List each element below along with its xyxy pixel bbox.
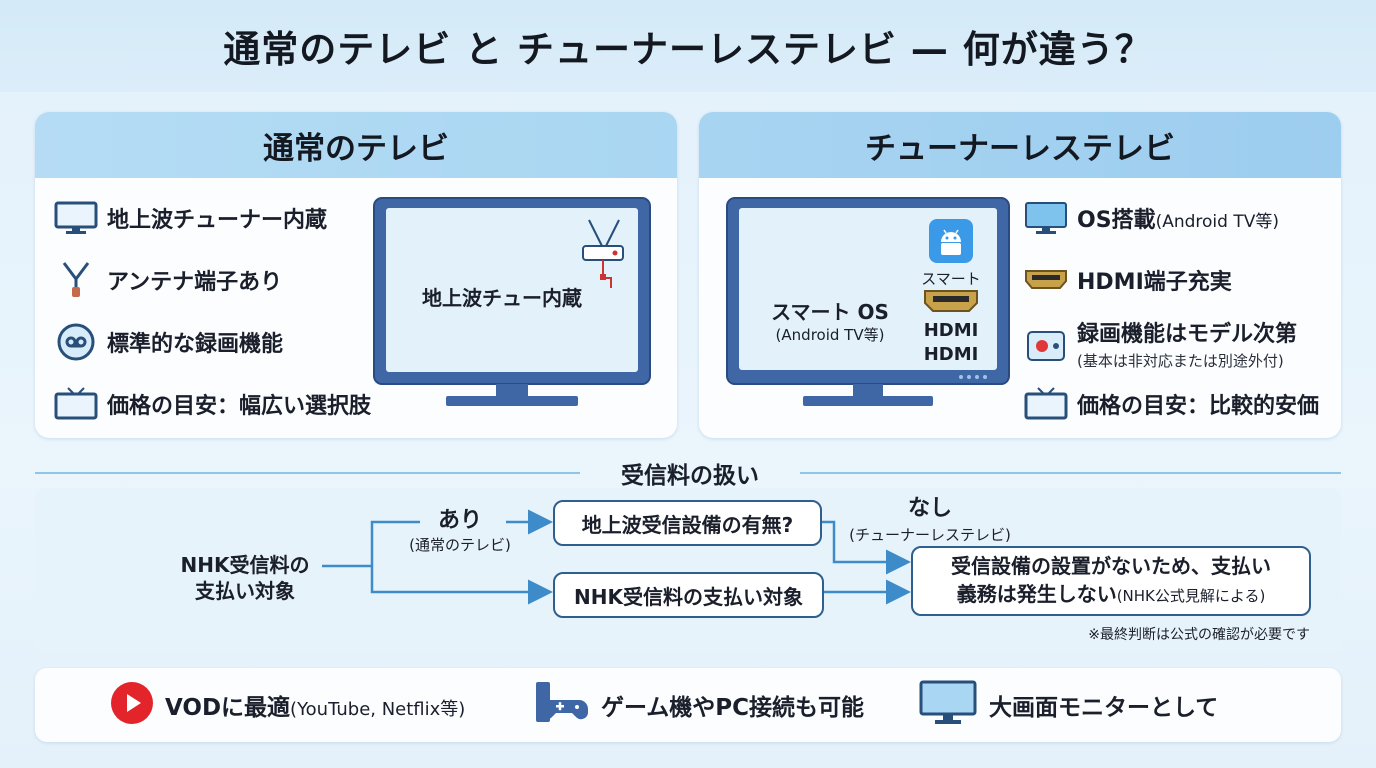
feature-text: 地上波チューナー内蔵 [107, 208, 328, 233]
fee-section-title: 受信料の扱い [621, 463, 759, 489]
android-app-icon [928, 218, 974, 268]
feature-recording-model: 録画機能はモデル次第 (基本は非対応または別途外付) [1023, 316, 1297, 371]
branch-yes-label: あり [437, 508, 482, 533]
branch-yes-sub: (通常のテレビ) [409, 536, 511, 554]
feature-text: 価格の目安：比較的安価 [1077, 394, 1320, 419]
monitor-icon [1023, 198, 1069, 238]
tv-icon [1023, 384, 1069, 424]
screen-label-os: スマート OS [771, 300, 889, 324]
mini-antenna-box-icon [579, 218, 629, 302]
flow-start-line1: NHK受信料の [180, 553, 310, 577]
divider-right [800, 472, 1341, 474]
feature-text: アンテナ端子あり [107, 270, 283, 295]
feature-text: 標準的な録画機能 [107, 332, 284, 357]
panel-tunerless-tv: チューナーレステレビ スマート OS (Android TV等) スマート HD… [699, 112, 1341, 438]
result-no-line1: 受信設備の設置がないため、支払い [951, 554, 1271, 578]
page-title: 通常のテレビ と チューナーレステレビ — 何が違う？ [223, 28, 1153, 71]
screen-label-os-sub: (Android TV等) [775, 326, 885, 344]
branch-yes: あり (通常のテレビ) [380, 502, 540, 555]
question-box: 地上波受信設備の有無? [553, 500, 822, 546]
bottom-text: 大画面モニターとして [989, 695, 1219, 721]
feature-text: 録画機能はモデル次第 [1077, 322, 1298, 347]
bottom-text: VODに最適(YouTube, Netflix等) [165, 695, 466, 721]
feature-tuner: 地上波チューナー内蔵 [53, 198, 327, 238]
result-no-line2: 義務は発生しない(NHK公式見解による) [956, 582, 1266, 606]
tv-illustration-tunerless: スマート OS (Android TV等) スマート HDMI HDMI [725, 196, 1011, 408]
branch-no: なし (チューナーレステレビ) [830, 490, 1030, 545]
divider-left [35, 472, 580, 474]
fee-note: ※最終判断は公式の確認が必要です [1088, 627, 1310, 643]
panel-heading-regular: 通常のテレビ [35, 112, 677, 178]
branch-no-label: なし [907, 496, 952, 521]
recorder-icon [53, 322, 99, 362]
feature-recording: 標準的な録画機能 [53, 322, 283, 362]
hdmi-icon [1023, 260, 1069, 300]
feature-os: OS搭載(Android TV等) [1023, 198, 1279, 238]
result-no-box: 受信設備の設置がないため、支払い 義務は発生しない(NHK公式見解による) [911, 546, 1311, 616]
feature-price: 価格の目安：幅広い選択肢 [53, 384, 371, 424]
feature-antenna: アンテナ端子あり [53, 260, 282, 300]
gamepad-icon [535, 680, 589, 730]
tv-illustration-regular: 地上波チュー内蔵 [372, 196, 652, 408]
result-yes-box: NHK受信料の支払い対象 [553, 572, 824, 618]
bottom-item-monitor: 大画面モニターとして [919, 668, 1218, 742]
antenna-icon [53, 260, 99, 300]
feature-subtext: (基本は非対応または別途外付) [1077, 352, 1284, 370]
tv-icon [53, 198, 99, 238]
hdmi-port-icon [923, 288, 979, 318]
record-button-icon [1023, 326, 1069, 366]
screen-label-regular: 地上波チュー内蔵 [422, 286, 582, 310]
screen-app-label: スマート [921, 270, 981, 288]
feature-hdmi: HDMI端子充実 [1023, 260, 1232, 300]
bottom-text: ゲーム機やPC接続も可能 [601, 695, 865, 721]
panel-regular-tv: 通常のテレビ 地上波チューナー内蔵 アンテナ端子あり 標準的な録画機能 価格の目… [35, 112, 677, 438]
flow-start: NHK受信料の 支払い対象 [170, 552, 320, 604]
title-bar: 通常のテレビ と チューナーレステレビ — 何が違う？ [0, 0, 1376, 92]
feature-text: HDMI端子充実 [1077, 270, 1232, 295]
feature-price-cheap: 価格の目安：比較的安価 [1023, 384, 1319, 424]
youtube-play-icon [109, 680, 155, 730]
tv-icon [53, 384, 99, 424]
monitor-icon [919, 680, 977, 730]
screen-hdmi-1: HDMI [923, 320, 979, 341]
flow-start-line2: 支払い対象 [195, 579, 295, 603]
branch-no-sub: (チューナーレステレビ) [849, 526, 1011, 544]
feature-text: 価格の目安：幅広い選択肢 [107, 394, 372, 419]
screen-hdmi-2: HDMI [923, 344, 979, 365]
bottom-bar: VODに最適(YouTube, Netflix等) ゲーム機やPC接続も可能 大… [35, 668, 1341, 742]
bottom-item-game: ゲーム機やPC接続も可能 [535, 668, 864, 742]
panel-heading-tunerless: チューナーレステレビ [699, 112, 1341, 178]
feature-text: OS搭載(Android TV等) [1077, 208, 1279, 233]
bottom-item-vod: VODに最適(YouTube, Netflix等) [109, 668, 465, 742]
